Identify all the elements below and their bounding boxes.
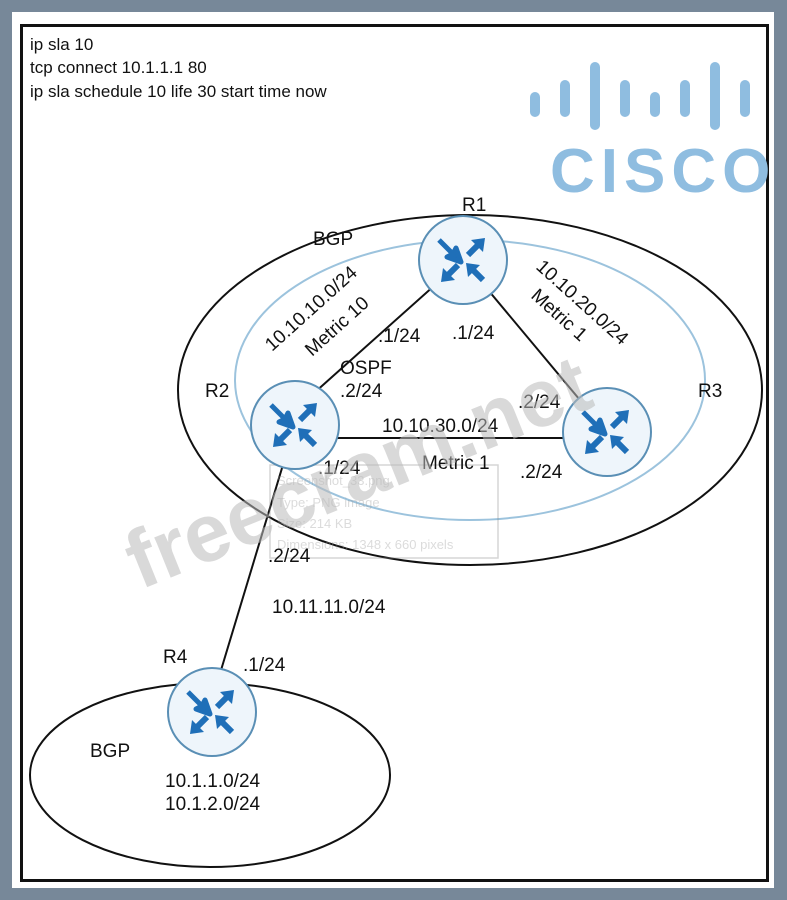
r2-ip-to-r4: .2/24	[268, 546, 311, 567]
router-label-r3: R3	[698, 381, 722, 402]
file-tooltip: Screenshot_33.png Type: PNG image Size: …	[269, 464, 499, 559]
area-label-ospf: OSPF	[340, 358, 392, 379]
r3-ip-to-r1: .2/24	[518, 392, 561, 413]
config-line-3: ip sla schedule 10 life 30 start time no…	[30, 82, 327, 101]
logo-bar	[560, 80, 570, 117]
area-label-bgp-top: BGP	[313, 229, 353, 250]
logo-bar	[620, 80, 630, 117]
router-circle	[167, 667, 257, 757]
r4-network: 10.1.1.0/24	[165, 771, 261, 792]
config-line-1: ip sla 10	[30, 35, 94, 54]
router-circle	[418, 215, 508, 305]
router-r1[interactable]	[418, 215, 508, 305]
r2-ip-to-r1: .2/24	[340, 381, 383, 402]
link-r2-r4	[211, 424, 296, 701]
logo-bar	[680, 80, 690, 117]
r1-ip-to-r2: .1/24	[378, 326, 421, 347]
tooltip-line: Type: PNG image	[277, 495, 380, 510]
link-r2-r4-network: 10.11.11.0/24	[272, 597, 386, 618]
r4-ip-to-r2: .1/24	[243, 655, 286, 676]
config-line-2: tcp connect 10.1.1.1 80	[30, 58, 207, 77]
router-label-r2: R2	[205, 381, 229, 402]
logo-bar	[710, 62, 720, 130]
router-label-r1: R1	[462, 195, 486, 216]
router-r4[interactable]	[167, 667, 257, 757]
logo-bar	[740, 80, 750, 117]
cisco-logo: CISCO	[530, 62, 776, 206]
r1-ip-to-r3: .1/24	[452, 323, 495, 344]
tooltip-line: Screenshot_33.png	[277, 473, 390, 488]
link-r2-r3-metric: Metric 1	[422, 453, 490, 474]
r4-network: 10.1.2.0/24	[165, 794, 261, 815]
link-r2-r3-network: 10.10.30.0/24	[382, 416, 499, 437]
logo-bar	[650, 92, 660, 117]
bgp-area-top	[177, 214, 763, 566]
router-label-r4: R4	[163, 647, 188, 668]
logo-bar	[530, 92, 540, 117]
tooltip-line: Size: 214 KB	[277, 516, 352, 531]
r2-ip-to-r3: .1/24	[318, 458, 361, 479]
r3-ip-to-r2: .2/24	[520, 462, 563, 483]
area-label-bgp-bottom: BGP	[90, 741, 130, 762]
logo-bar	[590, 62, 600, 130]
router-r3[interactable]	[562, 387, 652, 477]
tooltip-line: Dimensions: 1348 x 660 pixels	[277, 537, 454, 552]
cisco-wordmark: CISCO	[550, 137, 776, 206]
router-r2[interactable]	[250, 380, 340, 470]
